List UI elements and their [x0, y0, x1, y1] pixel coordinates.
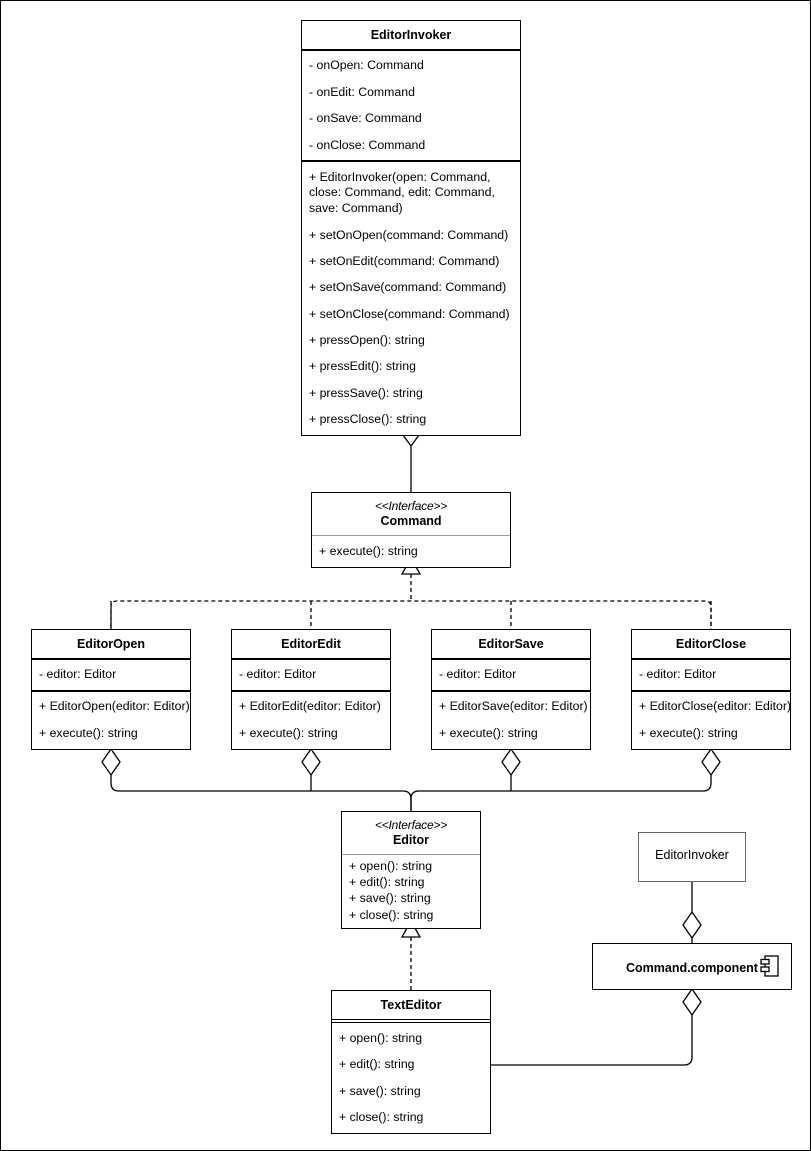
divider [32, 658, 190, 660]
divider [302, 160, 520, 162]
operation-row: + edit(): string [349, 875, 425, 890]
interface-name-command: <<Interface>> Command [312, 493, 510, 535]
operations-compartment: + EditorOpen(editor: Editor) + execute()… [32, 692, 190, 749]
operations-compartment: + EditorInvoker(open: Command, close: Co… [302, 162, 520, 435]
class-editor-invoker-reference[interactable]: EditorInvoker [638, 832, 746, 882]
operation-row: + execute(): string [39, 725, 138, 740]
operation-row: + pressEdit(): string [309, 359, 416, 374]
operations-compartment: + execute(): string [312, 536, 510, 566]
operation-row: + execute(): string [239, 725, 338, 740]
component-name: Command.component [626, 961, 758, 975]
aggregation-diamond-open-editor [101, 747, 121, 777]
aggregation-diamond-close-editor [701, 747, 721, 777]
operation-row: + setOnEdit(command: Command) [309, 253, 500, 268]
interface-command[interactable]: <<Interface>> Command + execute(): strin… [311, 492, 511, 568]
edge-realization-bus [110, 600, 712, 629]
attribute-row: - editor: Editor [39, 667, 117, 682]
divider [342, 854, 480, 856]
divider [632, 658, 790, 660]
divider [432, 690, 590, 692]
interface-editor[interactable]: <<Interface>> Editor + open(): string + … [341, 811, 481, 929]
divider [32, 690, 190, 692]
class-name-editor-open: EditorOpen [76, 637, 146, 651]
attributes-compartment: - editor: Editor [32, 660, 190, 690]
operation-row: + pressClose(): string [309, 412, 427, 427]
attribute-row: - editor: Editor [239, 667, 317, 682]
operation-row: + save(): string [339, 1083, 421, 1098]
operation-row: + edit(): string [339, 1057, 415, 1072]
class-name-editor-save: EditorSave [478, 637, 544, 651]
attribute-row: - onEdit: Command [309, 84, 415, 99]
aggregation-diamond-component-texteditor [682, 987, 702, 1017]
class-editor-invoker[interactable]: EditorInvoker - onOpen: Command - onEdit… [301, 20, 521, 436]
operations-compartment: + EditorEdit(editor: Editor) + execute()… [232, 692, 390, 749]
operations-compartment: + EditorClose(editor: Editor) + execute(… [632, 692, 792, 749]
operation-row: + EditorSave(editor: Editor) [439, 699, 588, 714]
class-name-text: Editor [392, 832, 430, 847]
attribute-row: - onClose: Command [309, 137, 426, 152]
attributes-compartment: - onOpen: Command - onEdit: Command - on… [302, 51, 520, 160]
class-editor-open[interactable]: EditorOpen - editor: Editor + EditorOpen… [31, 629, 191, 750]
operation-row: + save(): string [349, 891, 431, 906]
attributes-compartment: - editor: Editor [432, 660, 590, 690]
aggregation-diamond-invokerref-component [682, 910, 702, 940]
operations-compartment: + open(): string + edit(): string + save… [342, 855, 480, 927]
divider [232, 690, 390, 692]
divider [632, 690, 790, 692]
divider [232, 658, 390, 660]
edge-close-editor [410, 775, 712, 811]
attributes-compartment: - editor: Editor [232, 660, 390, 690]
stereotype-label: <<Interface>> [374, 499, 448, 513]
operation-row: + setOnClose(command: Command) [309, 306, 510, 321]
operation-row: + setOnOpen(command: Command) [309, 227, 509, 242]
component-icon [760, 955, 779, 977]
operation-row: + EditorInvoker(open: Command, close: Co… [309, 170, 495, 215]
class-name-text: Command [380, 513, 442, 528]
class-editor-save[interactable]: EditorSave - editor: Editor + EditorSave… [431, 629, 591, 750]
operation-row: + EditorOpen(editor: Editor) [39, 699, 190, 714]
interface-name-editor: <<Interface>> Editor [342, 812, 480, 854]
class-name-text-editor: TextEditor [380, 998, 442, 1012]
divider [312, 535, 510, 537]
operation-row: + close(): string [339, 1109, 424, 1124]
operations-compartment: + EditorSave(editor: Editor) + execute()… [432, 692, 590, 749]
component-command[interactable]: Command.component [592, 943, 792, 990]
attribute-row: - editor: Editor [639, 667, 717, 682]
class-editor-edit[interactable]: EditorEdit - editor: Editor + EditorEdit… [231, 629, 391, 750]
operation-row: + open(): string [339, 1030, 423, 1045]
operation-row: + EditorEdit(editor: Editor) [239, 699, 381, 714]
edge-component-texteditor [491, 1015, 693, 1066]
edge-open-editor [110, 775, 412, 811]
attribute-row: - onSave: Command [309, 111, 422, 126]
operation-row: + pressSave(): string [309, 385, 423, 400]
divider [302, 49, 520, 51]
class-name-editor-close: EditorClose [675, 637, 747, 651]
operation-row: + execute(): string [319, 543, 418, 558]
class-name-editor-edit: EditorEdit [281, 637, 341, 651]
operation-row: + pressOpen(): string [309, 333, 425, 348]
class-name-editor-invoker-reference: EditorInvoker [655, 848, 729, 862]
divider [432, 658, 590, 660]
attributes-compartment: - editor: Editor [632, 660, 790, 690]
operation-row: + open(): string [349, 858, 433, 873]
operation-row: + setOnSave(command: Command) [309, 280, 507, 295]
divider-empty-attributes [332, 1019, 490, 1024]
aggregation-diamond-save-editor [501, 747, 521, 777]
class-editor-close[interactable]: EditorClose - editor: Editor + EditorClo… [631, 629, 791, 750]
class-text-editor[interactable]: TextEditor + open(): string + edit(): st… [331, 990, 491, 1134]
operation-row: + execute(): string [639, 725, 738, 740]
operation-row: + EditorClose(editor: Editor) [639, 699, 792, 714]
aggregation-diamond-edit-editor [301, 747, 321, 777]
operations-compartment: + open(): string + edit(): string + save… [332, 1023, 490, 1132]
attribute-row: - onOpen: Command [309, 58, 424, 73]
operation-row: + close(): string [349, 907, 434, 922]
attribute-row: - editor: Editor [439, 667, 517, 682]
class-name-editor-invoker: EditorInvoker [370, 28, 452, 42]
operation-row: + execute(): string [439, 725, 538, 740]
stereotype-label: <<Interface>> [374, 818, 448, 832]
